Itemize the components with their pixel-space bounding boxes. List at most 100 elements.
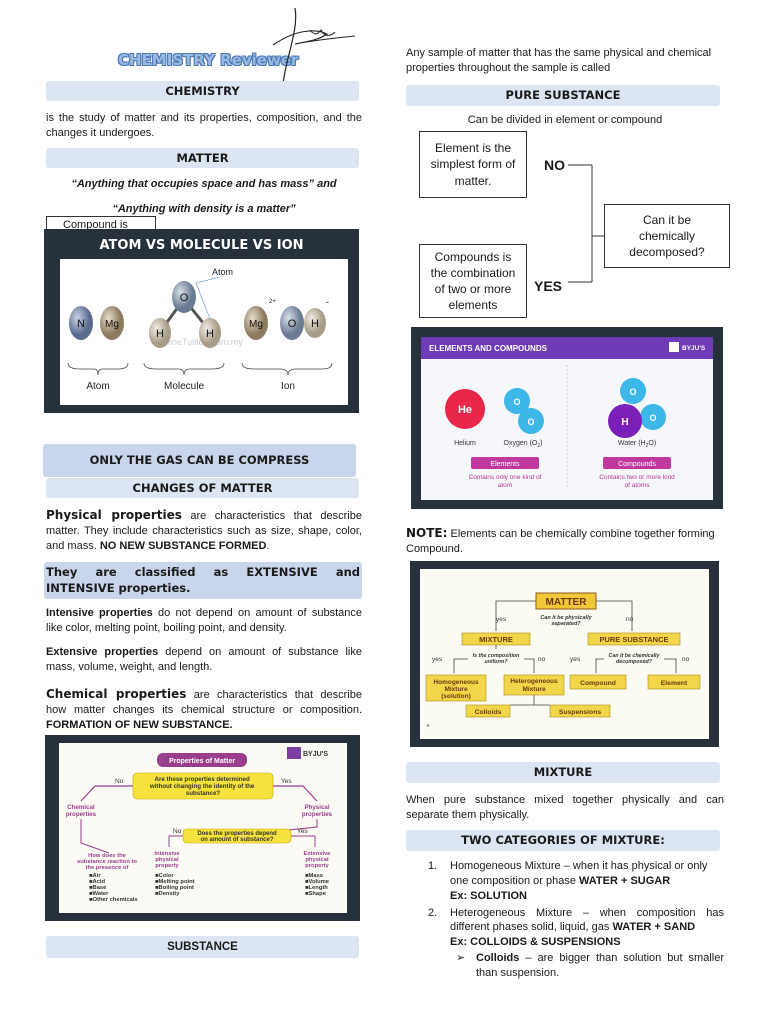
header-two-categories-text: TWO CATEGORIES OF MIXTURE: [461, 833, 665, 847]
water-o-right-symbol: O [649, 413, 656, 423]
oxygen-atom1-symbol: O [513, 397, 520, 407]
item2-text: Heterogeneous Mixture – when composition… [450, 906, 724, 934]
intensive-properties-term: Intensive properties [46, 607, 153, 619]
ion-o-label: O [288, 318, 297, 330]
elements-compounds-title: ELEMENTS AND COMPOUNDS [429, 344, 548, 353]
ion-o-icon [280, 306, 304, 340]
physical-properties-term: Physical properties [46, 508, 182, 522]
colloids-subitem: ➢ Colloids – are bigger than solution bu… [450, 951, 724, 981]
int-item-2: ■Boiling point [155, 885, 194, 891]
atom-mg-icon [100, 306, 124, 340]
no-label-1: No [115, 778, 124, 785]
byjus-brand-text: BYJU'S [303, 751, 328, 758]
elements-badge: Elements [490, 461, 520, 468]
header-two-categories: TWO CATEGORIES OF MIXTURE: [406, 830, 720, 851]
no-label-3: no [626, 616, 634, 623]
label-molecule: Molecule [164, 381, 204, 392]
molecule-o-label: O [180, 292, 189, 304]
no-label-text: NO [544, 157, 565, 173]
note-text: Elements can be chemically combine toget… [406, 528, 715, 555]
oxygen-label: Oxygen (O2) [504, 440, 543, 449]
how-item-3: ■Water [89, 891, 109, 897]
list-item: 1. Homogeneous Mixture – when it has phy… [428, 859, 724, 904]
yes-label-2: Yes [297, 828, 308, 835]
compound-node: Compound [580, 680, 616, 687]
yes-label-5: yes [570, 656, 581, 663]
decomposed-question-text: Can it be chemically decomposed? [629, 212, 705, 260]
header-chemistry: CHEMISTRY [46, 81, 359, 101]
compounds-badge: Compounds [618, 461, 656, 468]
classified-banner-text: They are classified as EXTENSIVE and INT… [46, 565, 360, 595]
yes-label-1: Yes [281, 778, 292, 785]
title-text: CHEMISTRY Reviewer [118, 51, 299, 69]
header-matter: MATTER [46, 148, 359, 168]
how-item-4: ■Other chemicals [89, 897, 138, 903]
watermark-text: OnlineTuition.com.my [156, 337, 243, 347]
mixture-definition-text: When pure substance mixed together physi… [406, 794, 724, 821]
yes-label-3: yes [496, 616, 507, 623]
partial-compound-box: Compound is [46, 216, 156, 230]
header-substance-text: SUBSTANCE [167, 941, 238, 953]
atom-n-label: N [77, 318, 85, 330]
physical-properties-paragraph: Physical properties are characteristics … [46, 507, 362, 554]
intensive-items-list: ■Color ■Melting point ■Boiling point ■De… [155, 873, 195, 897]
page-title: CHEMISTRY Reviewer [118, 50, 298, 70]
helium-symbol: He [458, 404, 472, 416]
item1-bold: WATER + SUGAR [579, 874, 671, 887]
intensive-properties-paragraph: Intensive properties do not depend on am… [46, 606, 362, 636]
ion-charge-label: 2+ [269, 299, 276, 305]
int-item-0: ■Color [155, 873, 174, 879]
item1-example: Ex: SOLUTION [450, 889, 528, 902]
no-label-5: no [682, 656, 690, 663]
pure-intro-text: Any sample of matter that has the same p… [406, 47, 712, 74]
label-atom: Atom [86, 381, 109, 392]
list-item: 2. Heterogeneous Mixture – when composit… [428, 906, 724, 981]
molecule-h2-label: H [206, 328, 214, 340]
header-gas-compress: ONLY THE GAS CAN BE COMPRESS [43, 444, 356, 477]
compound-definition-box: Compounds is the combination of two or m… [419, 244, 527, 318]
decomposed-question-box: Can it be chemically decomposed? [604, 204, 730, 268]
atom-n-icon [69, 306, 93, 340]
note-paragraph: NOTE: Elements can be chemically combine… [406, 525, 724, 557]
ion-mg-label: Mg [249, 319, 263, 330]
extensive-properties-text: depend on amount of substance like mass,… [46, 646, 362, 673]
yes-label-4: yes [432, 656, 443, 663]
element-node: Element [661, 680, 688, 687]
pure-substance-node: PURE SUBSTANCE [599, 635, 668, 644]
properties-of-matter-diagram: BYJU'S Properties of Matter Are these pr… [66, 747, 333, 903]
matter-node: MATTER [546, 597, 588, 608]
header-changes-of-matter-text: CHANGES OF MATTER [132, 481, 273, 495]
byjus-brand-text-2: BYJU'S [682, 345, 706, 352]
header-substance: SUBSTANCE [46, 936, 359, 958]
matter-quote-2: “Anything with density is a matter” [46, 202, 362, 217]
signature-icon [272, 7, 356, 86]
how-item-0: ■Air [89, 873, 101, 879]
colloids-node: Colloids [475, 709, 502, 716]
chemical-properties-paragraph: Chemical properties are characteristics … [46, 686, 362, 733]
arrow-bullet-icon: ➢ [456, 952, 466, 965]
no-label: NO [544, 156, 565, 175]
atom-callout-label: Atom [212, 267, 233, 277]
element-definition-text: Element is the simplest form of matter. [430, 141, 516, 188]
atom-molecule-ion-diagram: OnlineTuition.com.my N Mg O H H Atom Mg … [67, 267, 333, 392]
header-changes-of-matter: CHANGES OF MATTER [46, 478, 359, 498]
ion-mg-icon [244, 306, 268, 340]
item1-number: 1. [428, 860, 438, 872]
header-mixture: MIXTURE [406, 762, 720, 783]
matter-quote-2-text: “Anything with density is a matter” [112, 203, 296, 215]
suspensions-node: Suspensions [559, 709, 602, 716]
header-gas-compress-text: ONLY THE GAS CAN BE COMPRESS [89, 453, 310, 467]
atom-molecule-ion-image: ATOM VS MOLECULE VS ION OnlineTuition.co… [44, 229, 359, 413]
mixture-node: MIXTURE [479, 635, 513, 644]
colloids-term: Colloids [476, 952, 520, 965]
